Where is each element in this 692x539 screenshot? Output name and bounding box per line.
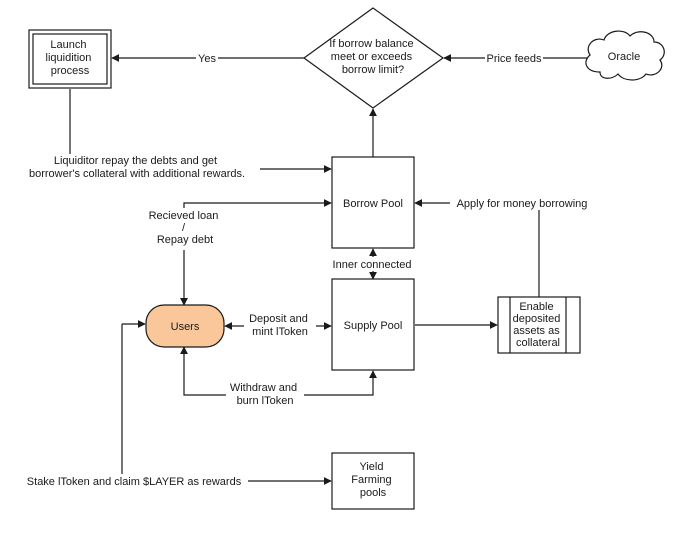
nodes: Launch liquidition process If borrow bal…	[28, 7, 665, 510]
node-yield-label: Yield Farming pools	[351, 461, 394, 499]
label-received-loan: Recieved loan / Repay debt	[149, 210, 222, 246]
node-supply-pool	[331, 278, 415, 371]
label-deposit: Deposit and mint lToken	[249, 313, 311, 338]
edge-received-loan	[180, 199, 332, 306]
node-borrow-pool-label: Borrow Pool	[343, 198, 403, 210]
edge-apply-borrow	[414, 199, 540, 297]
label-apply-borrow: Apply for money borrowing	[457, 198, 588, 210]
node-oracle-cloud	[585, 30, 665, 81]
node-decision-diamond	[302, 7, 445, 109]
node-collateral-label: Enable deposited assets as collateral	[513, 301, 564, 349]
edge-labels: Yes Price feeds Liquiditor repay the deb…	[20, 51, 596, 488]
label-price-feeds: Price feeds	[486, 53, 542, 65]
node-launch-label: Launch liquidition process	[46, 39, 95, 77]
label-inner-connected: Inner connected	[333, 259, 412, 271]
node-oracle-label: Oracle	[608, 51, 640, 63]
node-launch-inner	[32, 33, 108, 85]
node-yield-farming	[331, 452, 415, 510]
node-users	[145, 304, 225, 348]
node-supply-pool-label: Supply Pool	[344, 320, 403, 332]
label-withdraw: Withdraw and burn lToken	[230, 382, 300, 407]
label-stake: Stake lToken and claim $LAYER as rewards	[27, 476, 242, 488]
node-users-label: Users	[171, 321, 200, 333]
node-decision-label: If borrow balance meet or exceeds borrow…	[329, 38, 416, 76]
label-liquidator: Liquiditor repay the debts and get borro…	[29, 155, 245, 180]
node-borrow-pool	[331, 156, 415, 249]
label-yes: Yes	[198, 53, 216, 65]
